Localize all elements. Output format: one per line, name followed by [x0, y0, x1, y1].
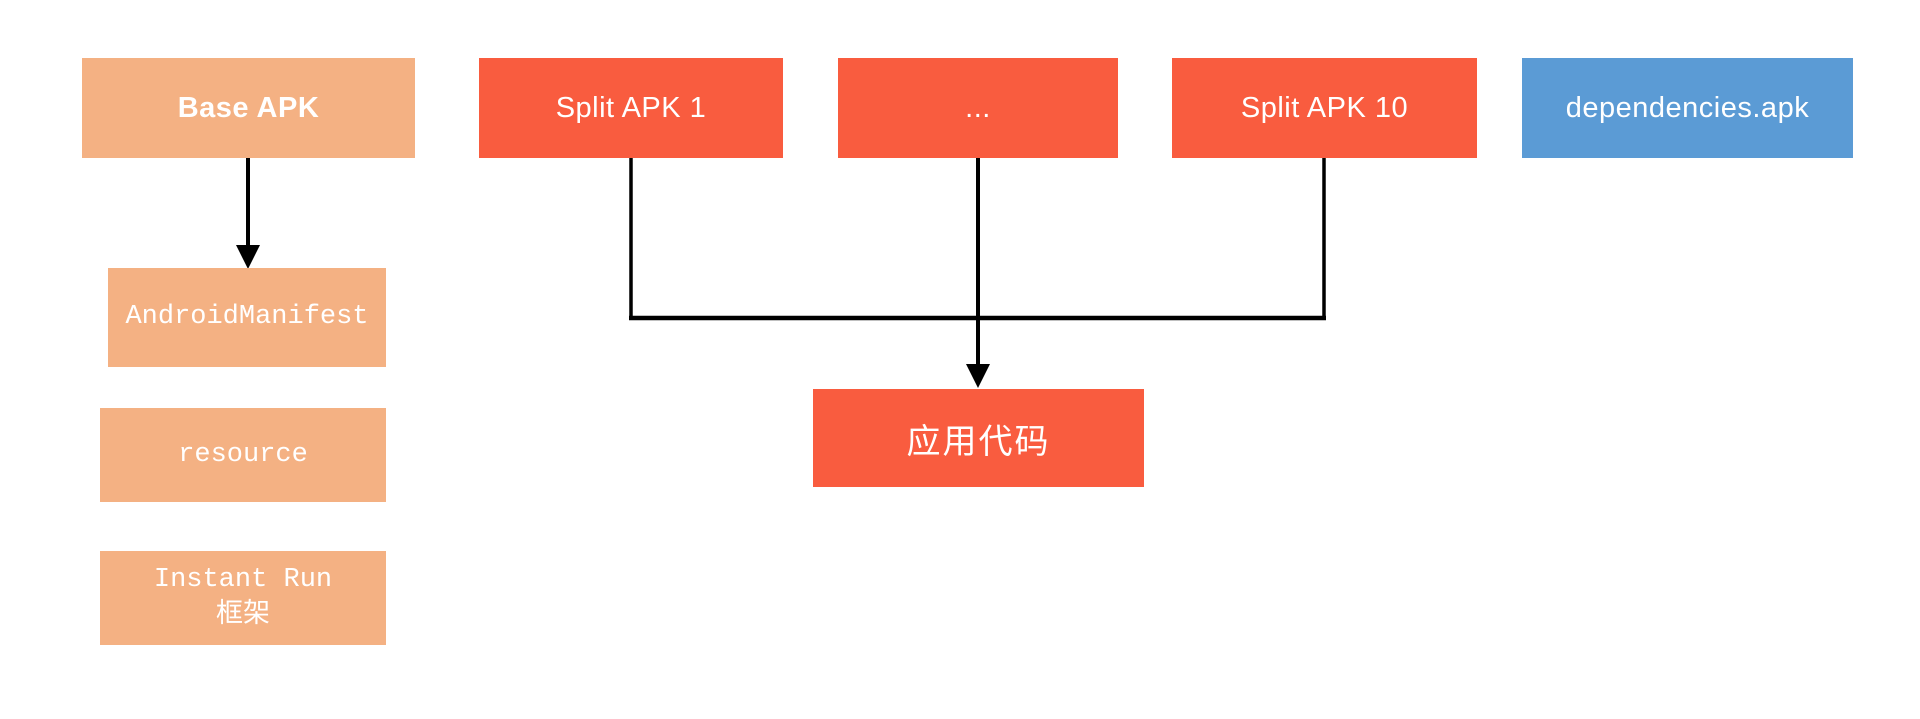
- box-split-apk-10: Split APK 10: [1172, 58, 1477, 158]
- box-androidmanifest: AndroidManifest: [108, 268, 386, 367]
- box-base-apk: Base APK: [82, 58, 415, 158]
- base-apk-label: Base APK: [177, 91, 320, 124]
- dependencies-apk-label: dependencies.apk: [1565, 91, 1810, 124]
- instant-run-framework-label: Instant Run 框架: [153, 564, 333, 631]
- box-split-apk-1: Split APK 1: [479, 58, 783, 158]
- app-code-label: 应用代码: [906, 422, 1051, 461]
- androidmanifest-label: AndroidManifest: [125, 302, 369, 333]
- split-apk-ellipsis-label: ...: [965, 91, 991, 124]
- split-apk-10-label: Split APK 10: [1240, 91, 1409, 124]
- split-apk-1-label: Split APK 1: [555, 91, 707, 124]
- box-app-code: 应用代码: [813, 389, 1144, 487]
- box-instant-run-framework: Instant Run 框架: [100, 551, 386, 645]
- arrow-merge-to-appcode-head: [966, 364, 990, 388]
- box-dependencies-apk: dependencies.apk: [1522, 58, 1853, 158]
- box-split-apk-ellipsis: ...: [838, 58, 1118, 158]
- box-resource: resource: [100, 408, 386, 502]
- arrow-base-to-manifest-head: [236, 245, 260, 269]
- resource-label: resource: [178, 439, 308, 470]
